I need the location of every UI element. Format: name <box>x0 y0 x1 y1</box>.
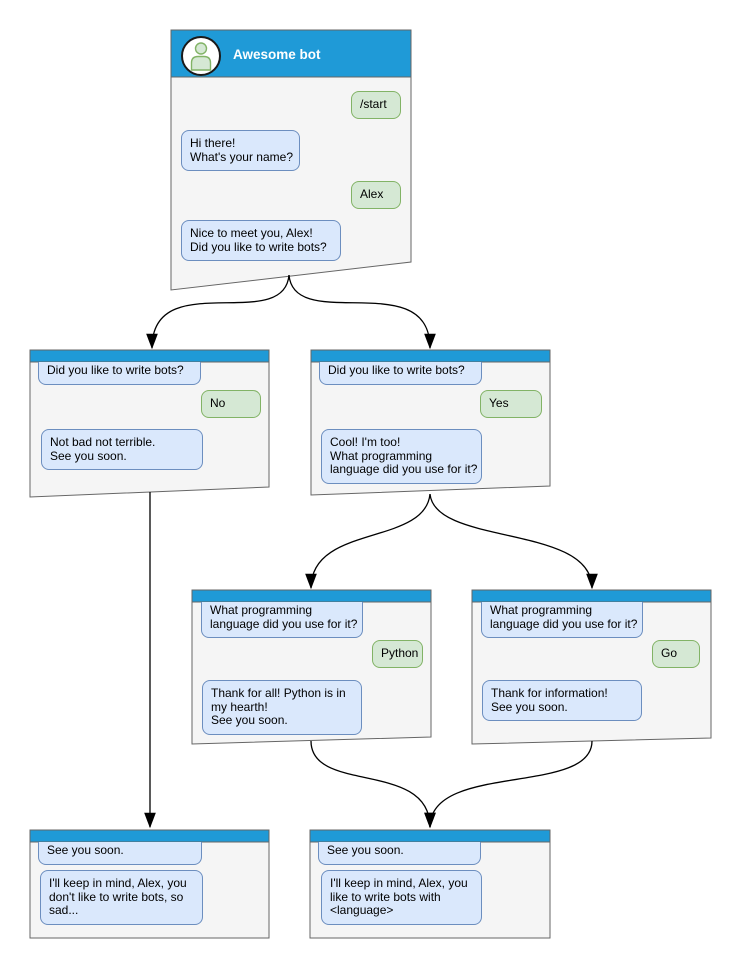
bot-message-bubble: Cool! I'm too! What programming language… <box>321 429 482 484</box>
bot-message-bubble: Nice to meet you, Alex! Did you like to … <box>181 220 341 261</box>
flow-arrow-yes-to-go <box>429 493 598 590</box>
chat-header-end-yes <box>309 829 551 843</box>
user-message-bubble: Go <box>652 640 700 668</box>
chat-window-title: Awesome bot <box>233 47 321 62</box>
bot-message-bubble: Not bad not terrible. See you soon. <box>41 429 203 470</box>
bot-message-bubble: See you soon. <box>318 842 481 865</box>
flow-arrow-python-to-end <box>310 740 436 829</box>
bot-message-bubble: Did you like to write bots? <box>38 362 201 385</box>
avatar <box>181 36 221 76</box>
flow-arrow-root-to-no <box>146 274 290 350</box>
chat-header-branch-yes <box>310 349 551 363</box>
user-message-bubble: Yes <box>480 390 542 418</box>
flow-arrow-root-to-yes <box>288 274 436 350</box>
chat-header-end-no <box>29 829 270 843</box>
bot-message-bubble: Hi there! What's your name? <box>181 130 300 171</box>
bot-message-bubble: Thank for information! See you soon. <box>482 680 642 721</box>
person-icon <box>190 42 212 71</box>
user-message-bubble: /start <box>351 91 401 119</box>
flow-arrow-yes-to-python <box>305 493 431 590</box>
bot-message-bubble: What programming language did you use fo… <box>481 602 643 638</box>
bot-message-bubble: What programming language did you use fo… <box>201 602 363 638</box>
bot-message-bubble: See you soon. <box>38 842 202 865</box>
user-message-bubble: No <box>201 390 261 418</box>
chat-header-branch-go <box>471 589 712 603</box>
chat-header-branch-no <box>29 349 270 363</box>
bot-message-bubble: Thank for all! Python is in my hearth! S… <box>202 680 362 735</box>
bot-message-bubble: I'll keep in mind, Alex, you like to wri… <box>321 870 482 925</box>
user-message-bubble: Alex <box>351 181 401 209</box>
chat-header-branch-python <box>191 589 432 603</box>
bot-message-bubble: I'll keep in mind, Alex, you don't like … <box>40 870 203 925</box>
bot-message-bubble: Did you like to write bots? <box>319 362 482 385</box>
flow-arrow-go-to-end <box>424 740 593 829</box>
user-message-bubble: Python <box>372 640 423 668</box>
